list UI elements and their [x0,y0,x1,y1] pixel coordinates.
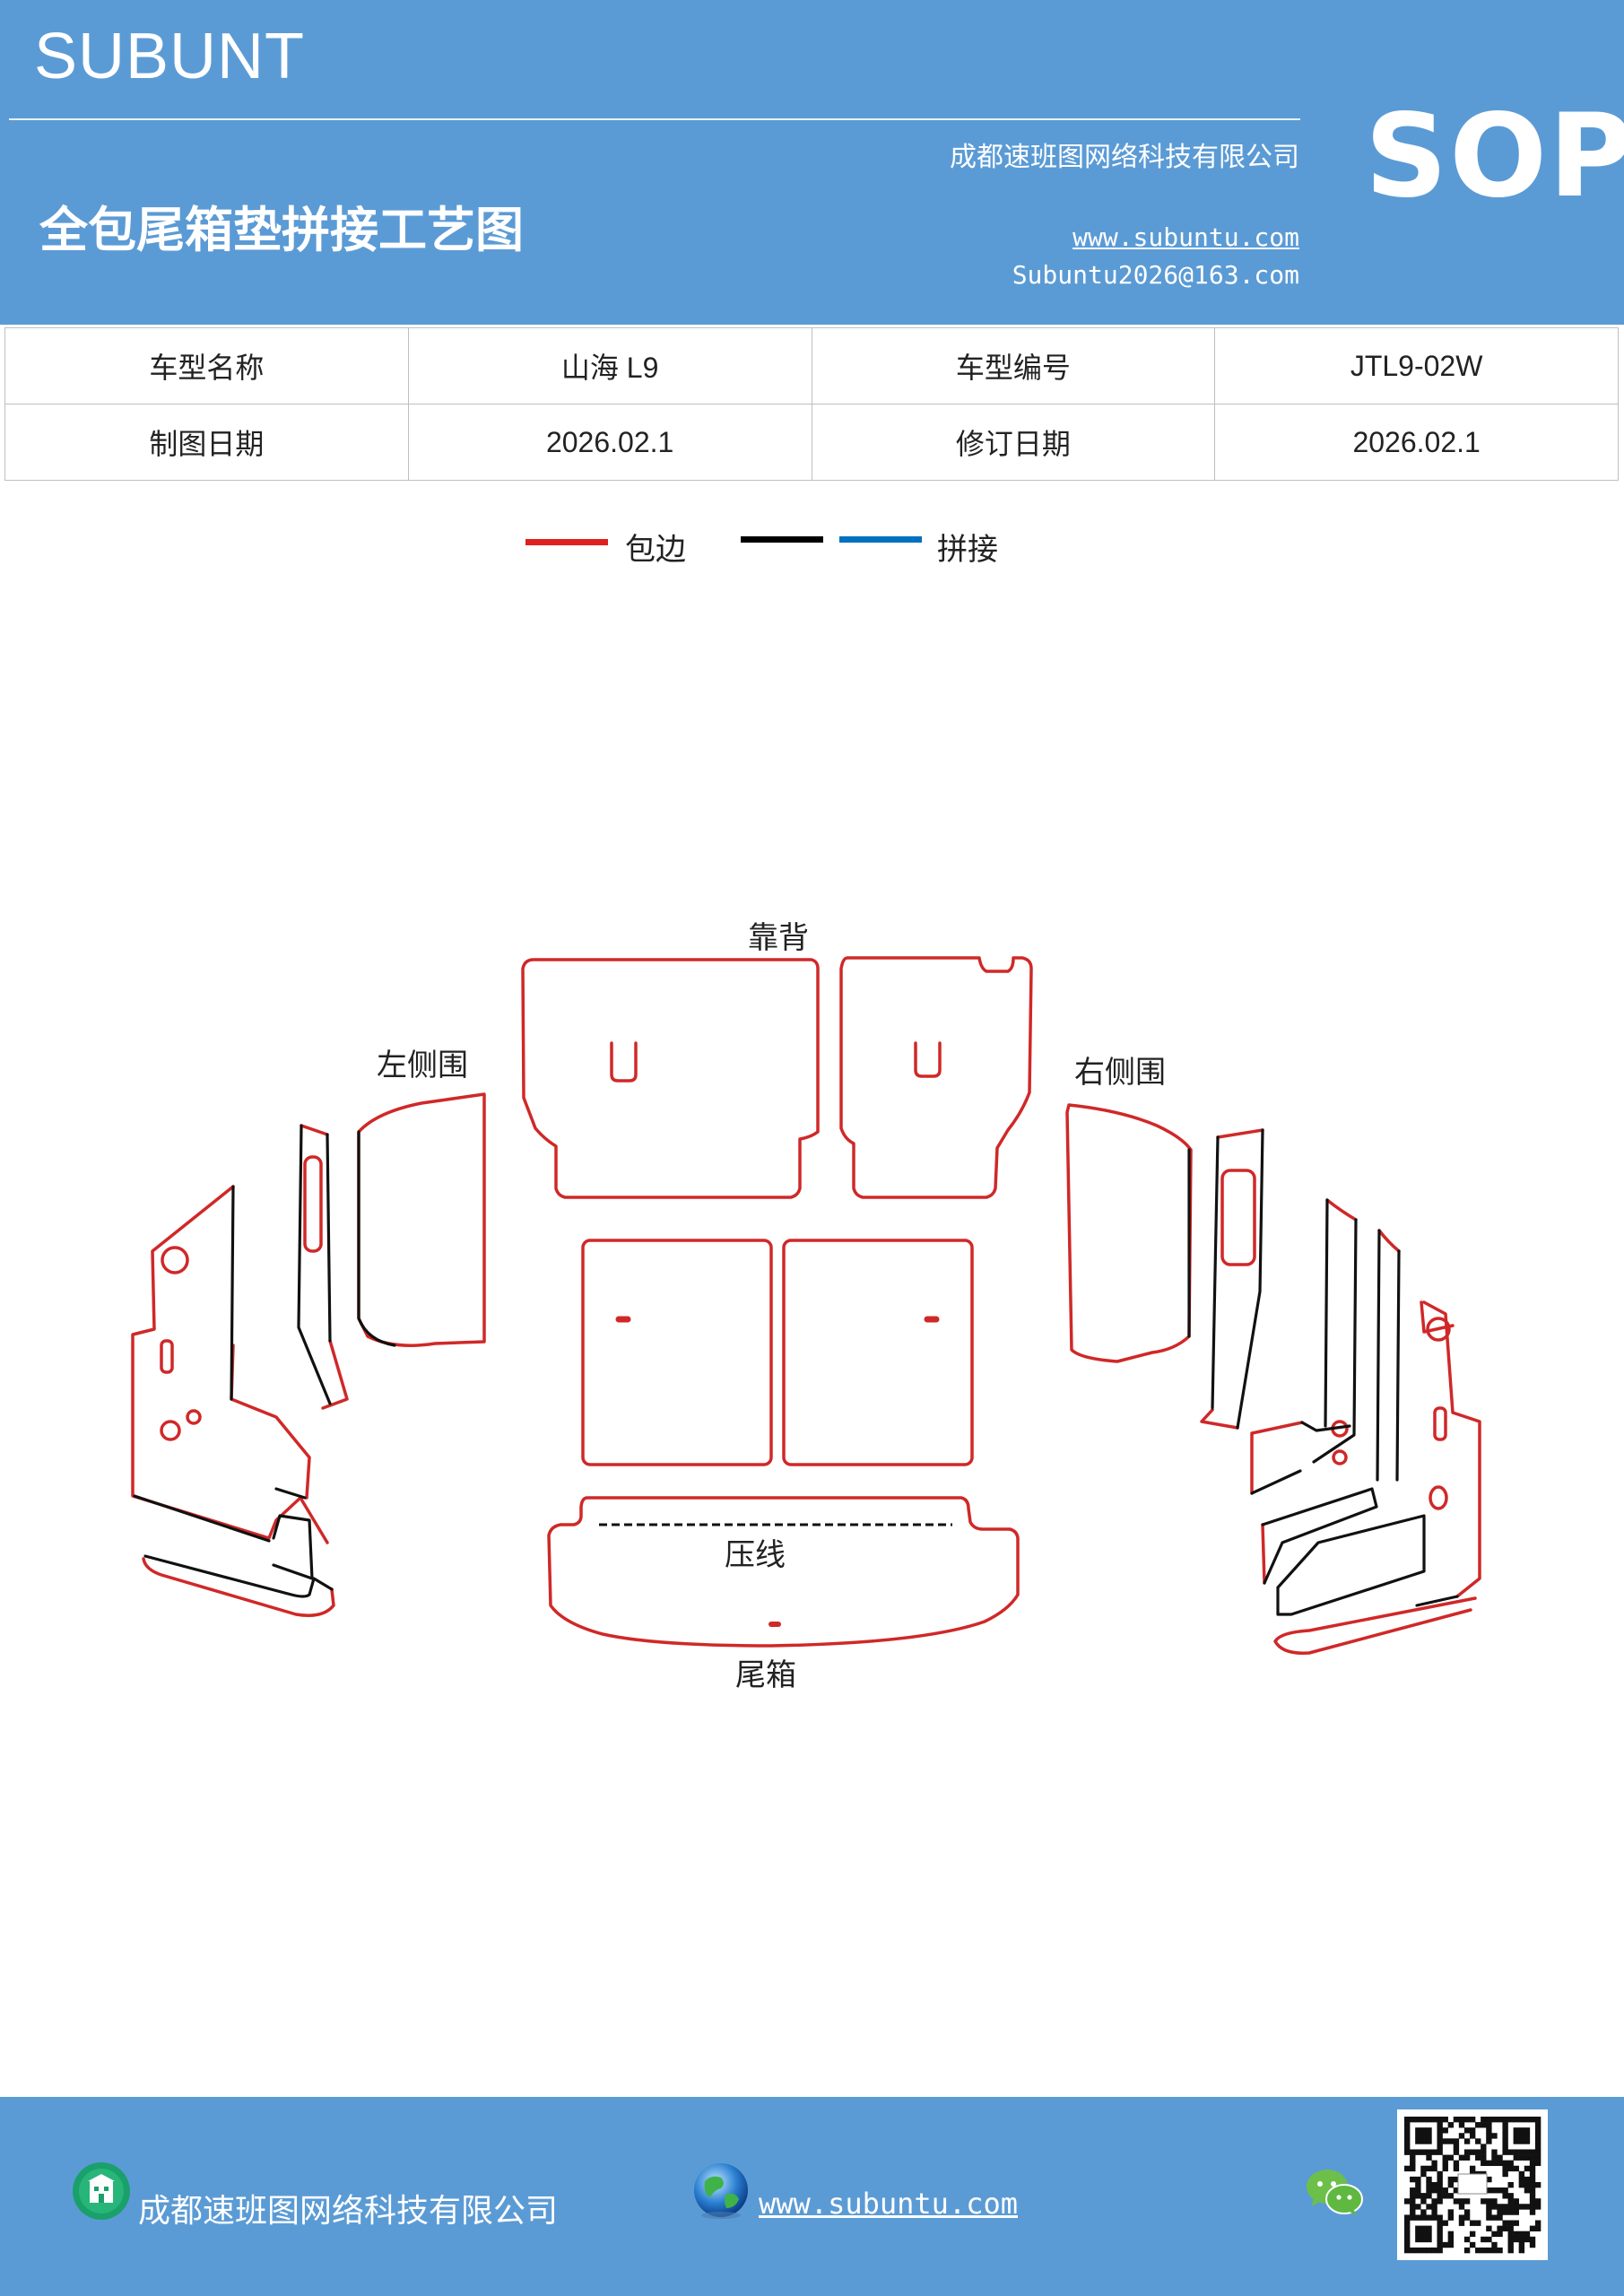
revise-date-value: 2026.02.1 [1214,404,1619,481]
left-panel-1-black-edge [357,1130,396,1347]
sop-badge: SOP [1365,90,1624,223]
backrest-right-u-slot [914,1041,942,1078]
footer-website[interactable]: www.subuntu.com [759,2187,1018,2221]
floor-left-panel [581,1239,773,1466]
header-divider [9,118,1300,120]
left-side-hole-1 [161,1246,189,1274]
right-side-big-panel [1250,1300,1481,1598]
draw-date-label: 制图日期 [4,404,409,481]
right-side-bottom-strip [1273,1596,1477,1655]
left-big-black-edge [133,1185,307,1543]
model-name-value: 山海 L9 [407,327,812,404]
right-side-strip-slot [1220,1169,1256,1266]
backrest-label: 靠背 [748,920,809,956]
draw-date-value: 2026.02.1 [407,404,812,481]
website-link[interactable]: www.subuntu.com [1073,222,1299,252]
legend-hemming-swatch [525,539,608,545]
left-side-label: 左侧围 [377,1048,468,1083]
qr-code[interactable] [1397,2109,1548,2260]
vehicle-info-table: 车型名称 山海 L9 车型编号 JTL9-02W 制图日期 2026.02.1 … [4,327,1619,481]
revise-date-label: 修订日期 [811,404,1216,481]
trunk-panel [547,1496,1020,1648]
right-panel-link-black [1300,1421,1351,1432]
left-side-strip-edge [300,1124,349,1410]
table-row: 制图日期 2026.02.1 修订日期 2026.02.1 [4,404,1619,481]
trunk-label: 尾箱 [735,1657,796,1693]
mat-pattern-diagram [131,956,1481,1655]
right-side-rod-1-cap [1325,1198,1358,1222]
left-side-panel-1 [357,1092,486,1347]
table-row: 车型名称 山海 L9 车型编号 JTL9-02W [4,327,1619,404]
backrest-left-u-slot [610,1041,638,1083]
right-side-panel-1 [1065,1103,1193,1363]
right-side-label: 右侧围 [1074,1055,1166,1091]
legend-splice-label: 拼接 [937,532,998,568]
brand-name: SUBUNT [34,21,306,92]
legend-splice-blue-swatch [839,536,922,543]
left-side-slot-1 [160,1339,174,1374]
floor-right-panel [782,1239,974,1466]
right-side-strip-edge [1200,1128,1264,1430]
company-name: 成都速班图网络科技有限公司 [950,142,1299,173]
left-side-strip-slot [303,1155,323,1253]
right-side-hole-4 [1332,1449,1348,1465]
page-header: SUBUNT 全包尾箱垫拼接工艺图 成都速班图网络科技有限公司 www.subu… [0,0,1624,325]
legend-hemming-label: 包边 [625,532,686,568]
right-side-hole-2 [1429,1485,1448,1510]
right-big-black-edge [1250,1469,1459,1616]
left-side-hole-2 [160,1420,181,1441]
building-icon [73,2162,130,2220]
right-strip-black-edge [1211,1128,1264,1430]
right-side-rod-2-cap [1377,1229,1401,1253]
wechat-icon [1307,2170,1363,2216]
page-footer: 成都速班图网络科技有限公司 www.subuntu.com [0,2097,1624,2296]
model-name-label: 车型名称 [4,327,409,404]
model-code-value: JTL9-02W [1214,327,1619,404]
right-rod-1-black [1312,1198,1358,1464]
backrest-right-panel [839,956,1033,1199]
model-code-label: 车型编号 [811,327,1216,404]
left-strip-black-edge [297,1124,332,1405]
left-side-bottom-strip [142,1557,335,1617]
left-side-hole-3 [186,1409,202,1425]
crease-label: 压线 [725,1537,786,1573]
right-side-hole-1 [1426,1317,1451,1342]
legend-splice-black-swatch [741,536,823,543]
email-address: Subuntu2026@163.com [1012,260,1299,290]
left-bottom-black-edge [143,1554,334,1598]
backrest-left-panel [521,958,820,1199]
left-small-piece-black [272,1514,314,1580]
globe-icon [694,2163,748,2219]
footer-company: 成都速班图网络科技有限公司 [138,2193,559,2230]
page-title: 全包尾箱垫拼接工艺图 [39,202,524,258]
right-side-slot-1 [1433,1406,1447,1441]
right-rod-2-black [1376,1229,1401,1482]
